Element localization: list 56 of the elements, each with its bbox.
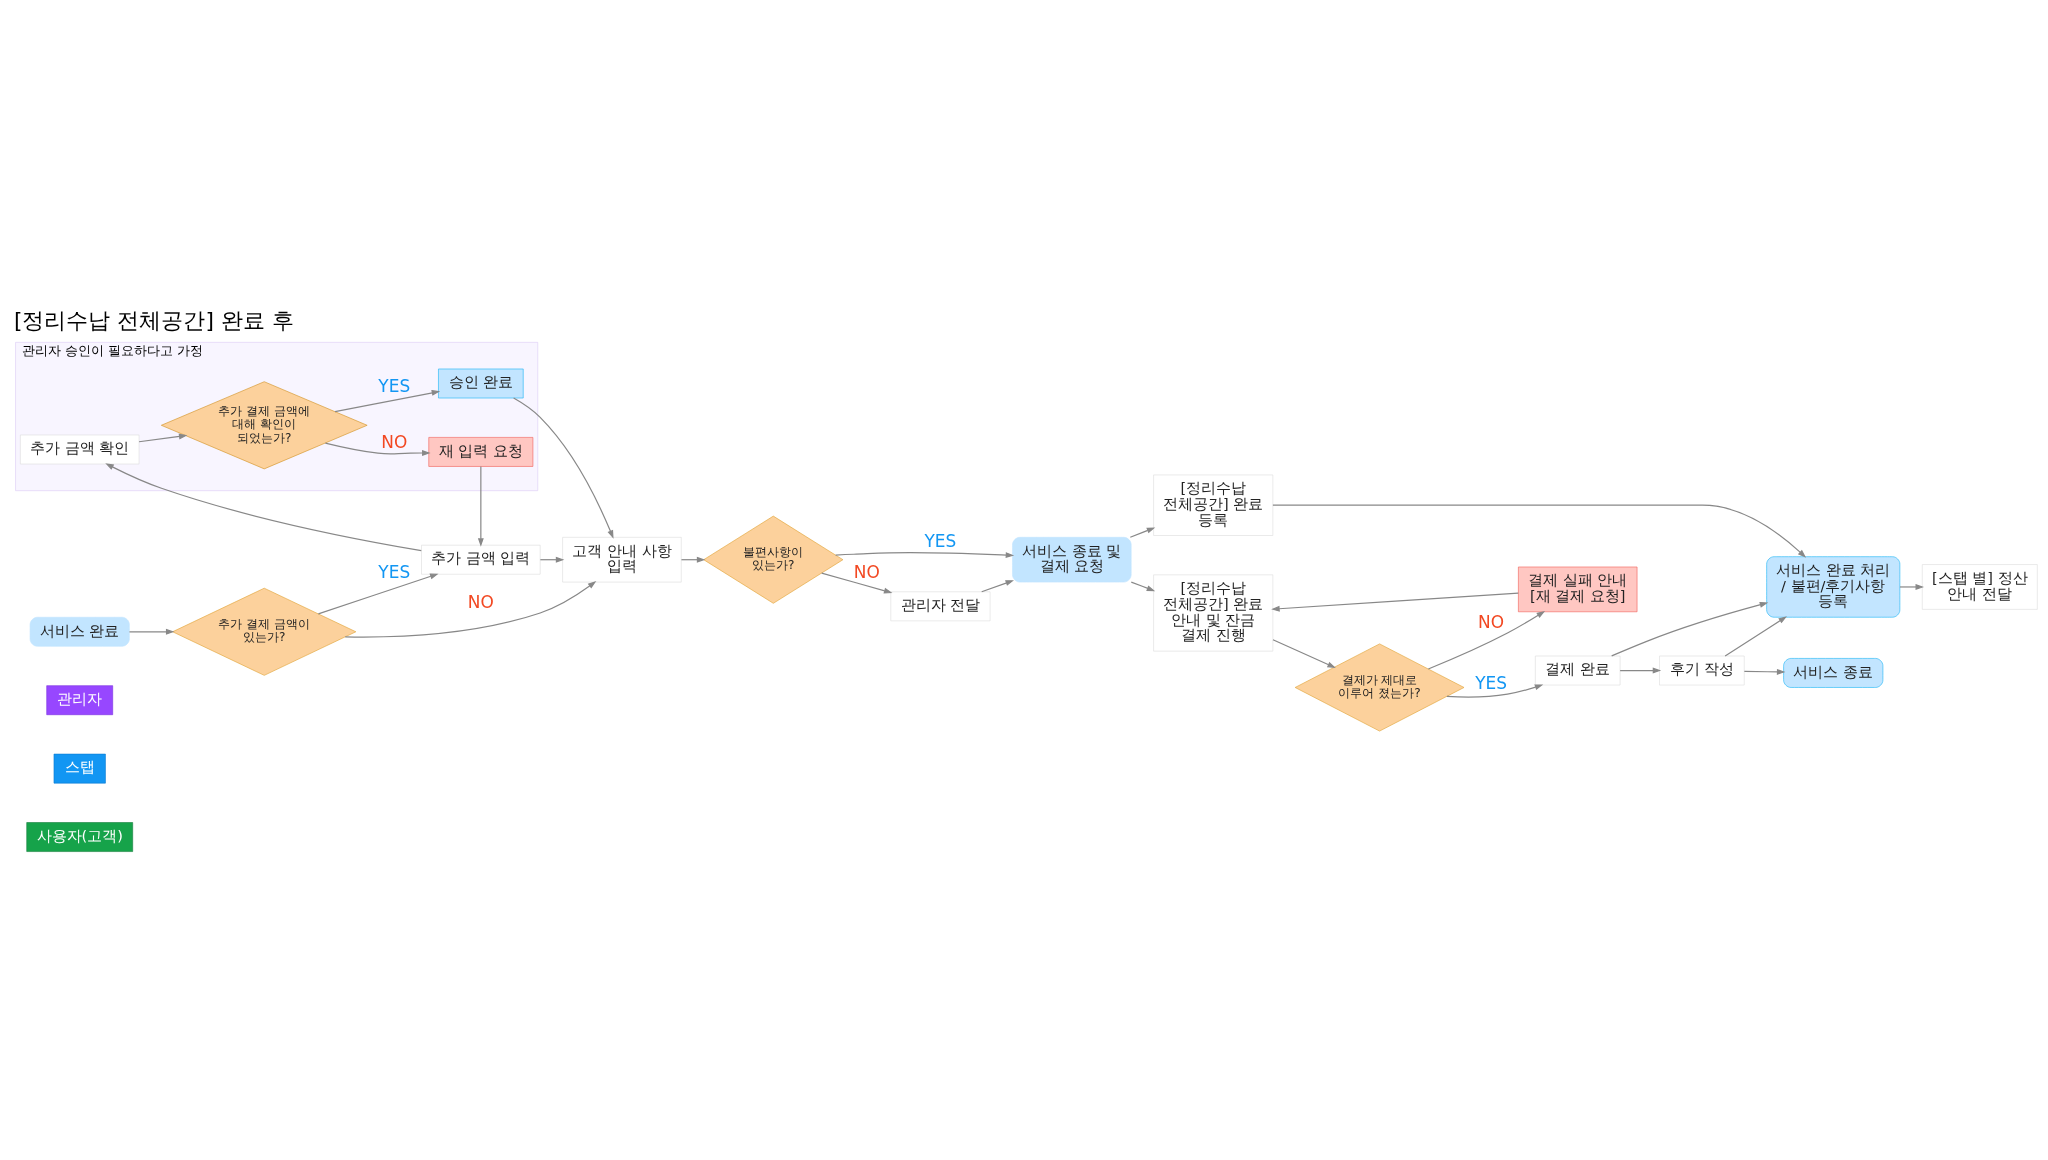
arrow bbox=[1611, 601, 1769, 657]
arrow bbox=[1272, 639, 1336, 669]
edge-label: YES bbox=[378, 376, 411, 397]
arrow bbox=[334, 389, 441, 413]
arrow bbox=[1899, 584, 1924, 590]
arrow bbox=[1272, 504, 1807, 558]
node-box: 결제 실패 안내 [재 결제 요청] bbox=[1518, 566, 1638, 613]
arrow bbox=[324, 442, 431, 456]
node-box: 결제 완료 bbox=[1535, 655, 1621, 686]
arrow bbox=[1446, 684, 1544, 698]
edge-label: YES bbox=[378, 561, 411, 582]
arrow bbox=[128, 628, 175, 635]
arrow bbox=[821, 572, 893, 594]
arrow bbox=[105, 463, 422, 552]
edge-label: YES bbox=[1475, 672, 1508, 693]
arrow bbox=[981, 580, 1014, 593]
node-box: 재 입력 요청 bbox=[428, 437, 534, 467]
edge-label: NO bbox=[381, 431, 408, 452]
node-diamond: 결제가 제대로 이루어 졌는가? bbox=[1294, 643, 1465, 732]
arrow bbox=[1724, 616, 1787, 657]
diagram-title: [정리수납 전체공간] 완료 후 bbox=[13, 308, 294, 334]
arrow bbox=[1743, 668, 1786, 675]
arrow bbox=[1271, 592, 1519, 612]
node-box: 서비스 종료 bbox=[1783, 658, 1884, 688]
node-diamond: 추가 결제 금액이 있는가? bbox=[172, 587, 357, 676]
arrow bbox=[344, 581, 597, 638]
node-box: 사용자(고객) bbox=[26, 822, 133, 852]
arrow bbox=[317, 573, 439, 615]
node-box: 서비스 종료 및 결제 요청 bbox=[1012, 537, 1132, 583]
node-box: [정리수납 전체공간] 완료 등록 bbox=[1153, 474, 1274, 536]
node-box: 관리자 bbox=[46, 685, 113, 716]
node-box: 승인 완료 bbox=[438, 368, 524, 399]
node-box: 후기 작성 bbox=[1659, 655, 1745, 686]
node-box: 추가 금액 확인 bbox=[20, 434, 140, 465]
arrow bbox=[835, 552, 1015, 558]
node-box: 추가 금액 입력 bbox=[421, 544, 541, 575]
arrow bbox=[1619, 667, 1662, 674]
edge-label: NO bbox=[467, 591, 494, 612]
node-box: 스탭 bbox=[53, 753, 106, 784]
node-box: 서비스 완료 bbox=[29, 616, 130, 647]
node-box: 관리자 전달 bbox=[890, 591, 991, 622]
node-diamond: 불편사항이 있는가? bbox=[703, 515, 844, 604]
node-diamond: 추가 결제 금액에 대해 확인이 되었는가? bbox=[161, 381, 368, 470]
edge-label: NO bbox=[853, 561, 880, 582]
arrow bbox=[1427, 610, 1546, 670]
arrow bbox=[1130, 581, 1156, 592]
edge-label: YES bbox=[924, 531, 957, 552]
arrow bbox=[138, 433, 188, 443]
arrow bbox=[1129, 527, 1156, 538]
node-box: 서비스 완료 처리 / 불편/후기사항 등록 bbox=[1766, 556, 1901, 618]
node-box: [스탭 별] 정산 안내 전달 bbox=[1921, 564, 2038, 610]
edge-label: NO bbox=[1478, 611, 1505, 632]
node-box: 고객 안내 사항 입력 bbox=[562, 537, 682, 583]
arrow bbox=[477, 465, 484, 547]
arrow bbox=[513, 397, 614, 539]
node-box: [정리수납 전체공간] 완료 안내 및 잔금 결제 진행 bbox=[1153, 574, 1274, 652]
